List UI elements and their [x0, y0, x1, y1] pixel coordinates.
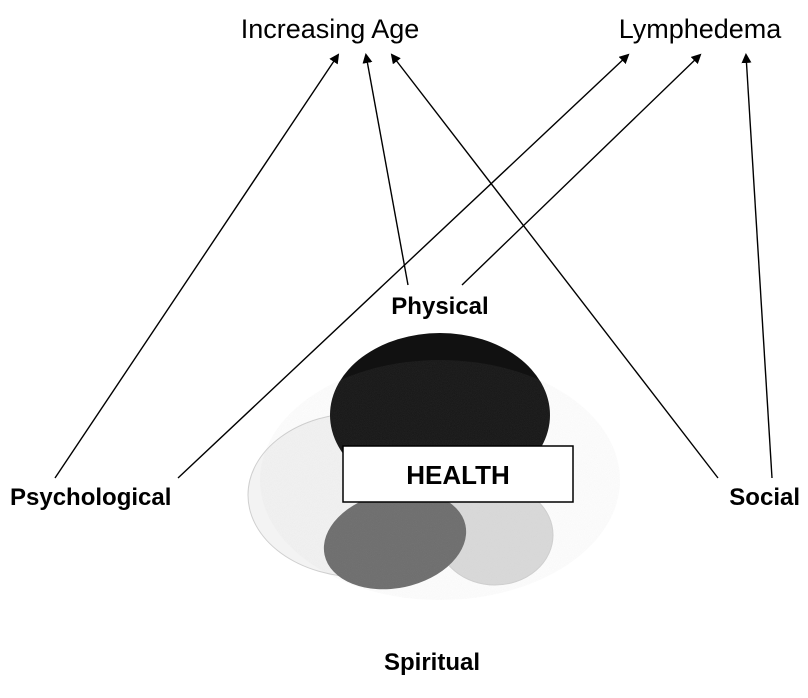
health-box: HEALTH — [343, 446, 573, 502]
arrow-social-to-lymphedema — [746, 55, 772, 478]
spiritual-label: Spiritual — [384, 649, 480, 676]
lymphedema-label: Lymphedema — [619, 14, 783, 44]
health-label: HEALTH — [406, 460, 510, 490]
arrow-physical-to-increasing-age — [366, 55, 408, 285]
increasing-age-label: Increasing Age — [241, 14, 420, 44]
social-label: Social — [729, 484, 800, 511]
arrow-physical-to-lymphedema — [462, 55, 700, 285]
psychological-label: Psychological — [10, 484, 171, 511]
physical-label: Physical — [391, 293, 488, 320]
